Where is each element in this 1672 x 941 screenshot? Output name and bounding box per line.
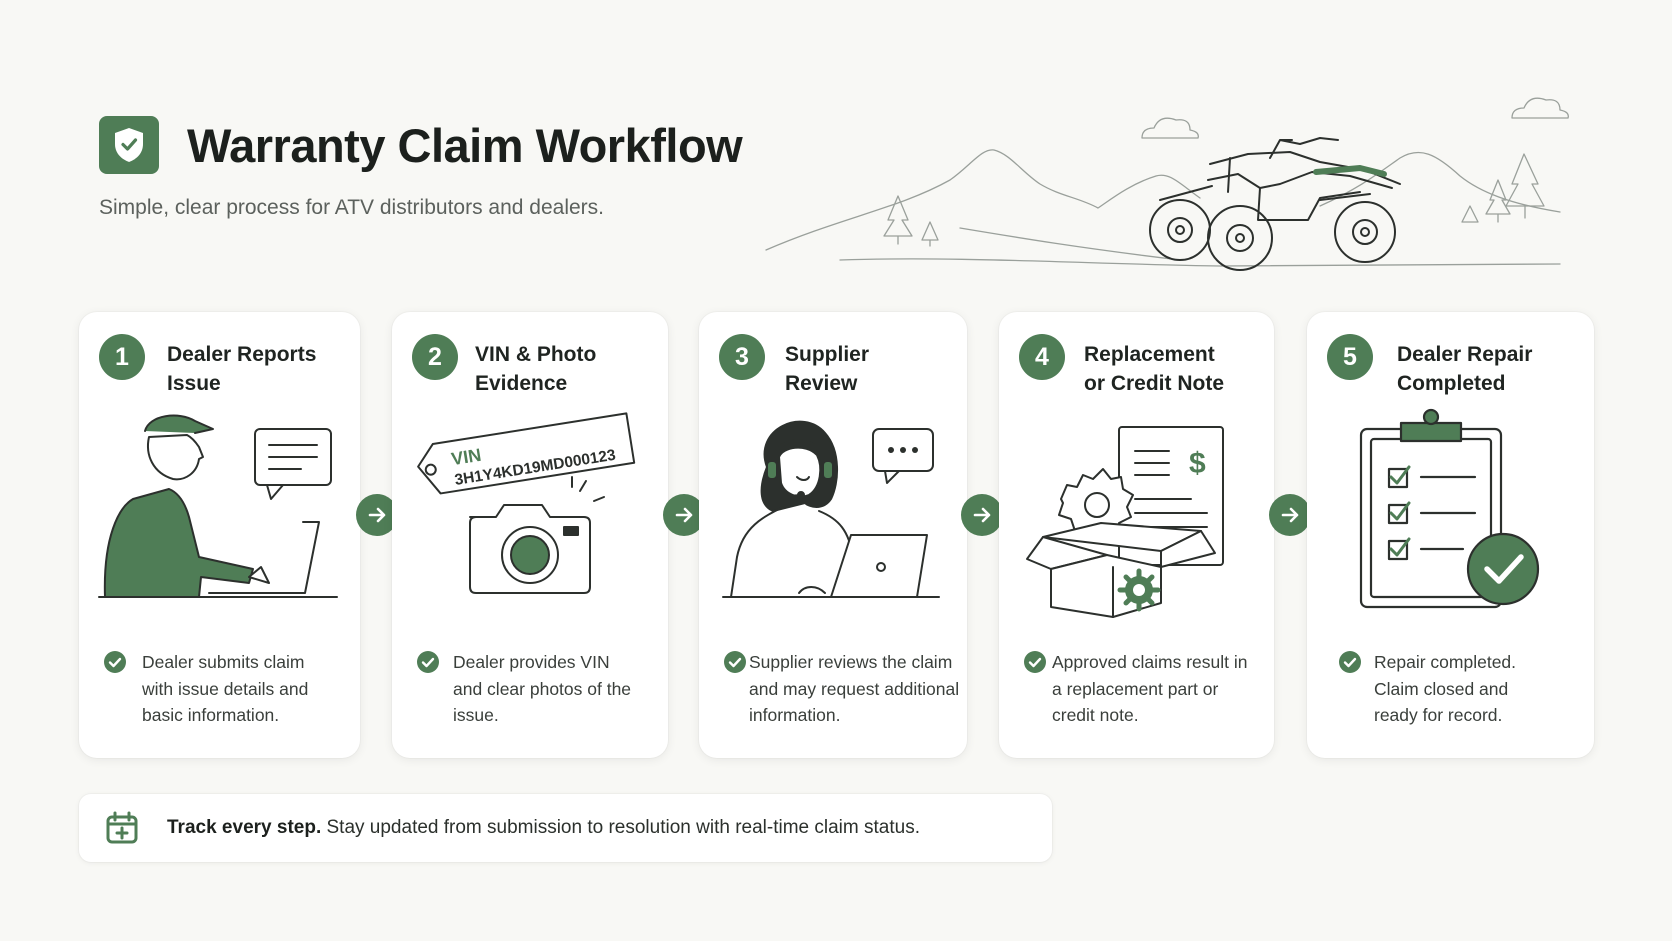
parts-box-invoice-icon: $: [1026, 426, 1224, 618]
vin-label: VIN: [450, 445, 483, 469]
header-logo: [99, 116, 159, 174]
page-title: Warranty Claim Workflow: [187, 119, 743, 172]
footer-text: Track every step. Stay updated from subm…: [167, 817, 920, 838]
dollar-sign: $: [1189, 447, 1206, 480]
step-description: Repair completed. Claim closed and ready…: [1374, 652, 1517, 725]
atv-landscape-illustration: [765, 97, 1569, 271]
cloud-icon: [1141, 117, 1199, 139]
step-card-3: 3 Supplier Review Supplie: [699, 312, 967, 758]
step-card-4: 4 Replacement or Credit Note $ Approved …: [999, 312, 1274, 758]
atv-icon: [1149, 137, 1401, 271]
arrow-right-icon: [356, 494, 398, 536]
step-description: Dealer provides VIN and clear photos of …: [453, 652, 632, 725]
arrow-right-icon: [961, 494, 1003, 536]
step-title: VIN & Photo Evidence: [475, 343, 597, 395]
check-circle-icon: [724, 651, 746, 673]
step-description: Approved claims result in a replacement …: [1052, 652, 1248, 725]
step-title: Supplier Review: [785, 343, 870, 395]
step-number-badge: 3: [719, 334, 765, 380]
check-circle-icon: [1339, 651, 1361, 673]
step-title: Replacement or Credit Note: [1084, 343, 1225, 395]
calendar-plus-icon: [106, 811, 138, 844]
shield-check-icon: [115, 128, 143, 162]
step-card-1: 1 Dealer Reports Issue Dealer submits cl…: [79, 312, 360, 758]
support-agent-icon: [722, 420, 940, 598]
arrow-right-icon: [1269, 494, 1311, 536]
arrow-right-icon: [663, 494, 705, 536]
page-subtitle: Simple, clear process for ATV distributo…: [99, 196, 604, 219]
step-number-badge: 2: [412, 334, 458, 380]
clipboard-check-icon: [1359, 408, 1540, 609]
vin-camera-icon: VIN 3H1Y4KD19MD000123: [417, 412, 636, 594]
step-description: Supplier reviews the claim and may reque…: [749, 652, 960, 725]
step-title: Dealer Repair Completed: [1397, 343, 1533, 395]
step-card-2: 2 VIN & Photo Evidence VIN 3H1Y4KD19MD00…: [392, 312, 668, 758]
step-description: Dealer submits claim with issue details …: [142, 652, 309, 725]
step-number-badge: 4: [1019, 334, 1065, 380]
dealer-laptop-icon: [98, 414, 338, 598]
cloud-icon: [1511, 97, 1569, 119]
step-title: Dealer Reports Issue: [167, 343, 317, 395]
check-circle-icon: [417, 651, 439, 673]
check-circle-icon: [104, 651, 126, 673]
check-circle-icon: [1024, 651, 1046, 673]
step-number-badge: 1: [99, 334, 145, 380]
step-card-5: 5 Dealer Repair Completed Repair complet…: [1307, 312, 1594, 758]
step-number-badge: 5: [1327, 334, 1373, 380]
footer-banner: Track every step. Stay updated from subm…: [79, 794, 1052, 862]
